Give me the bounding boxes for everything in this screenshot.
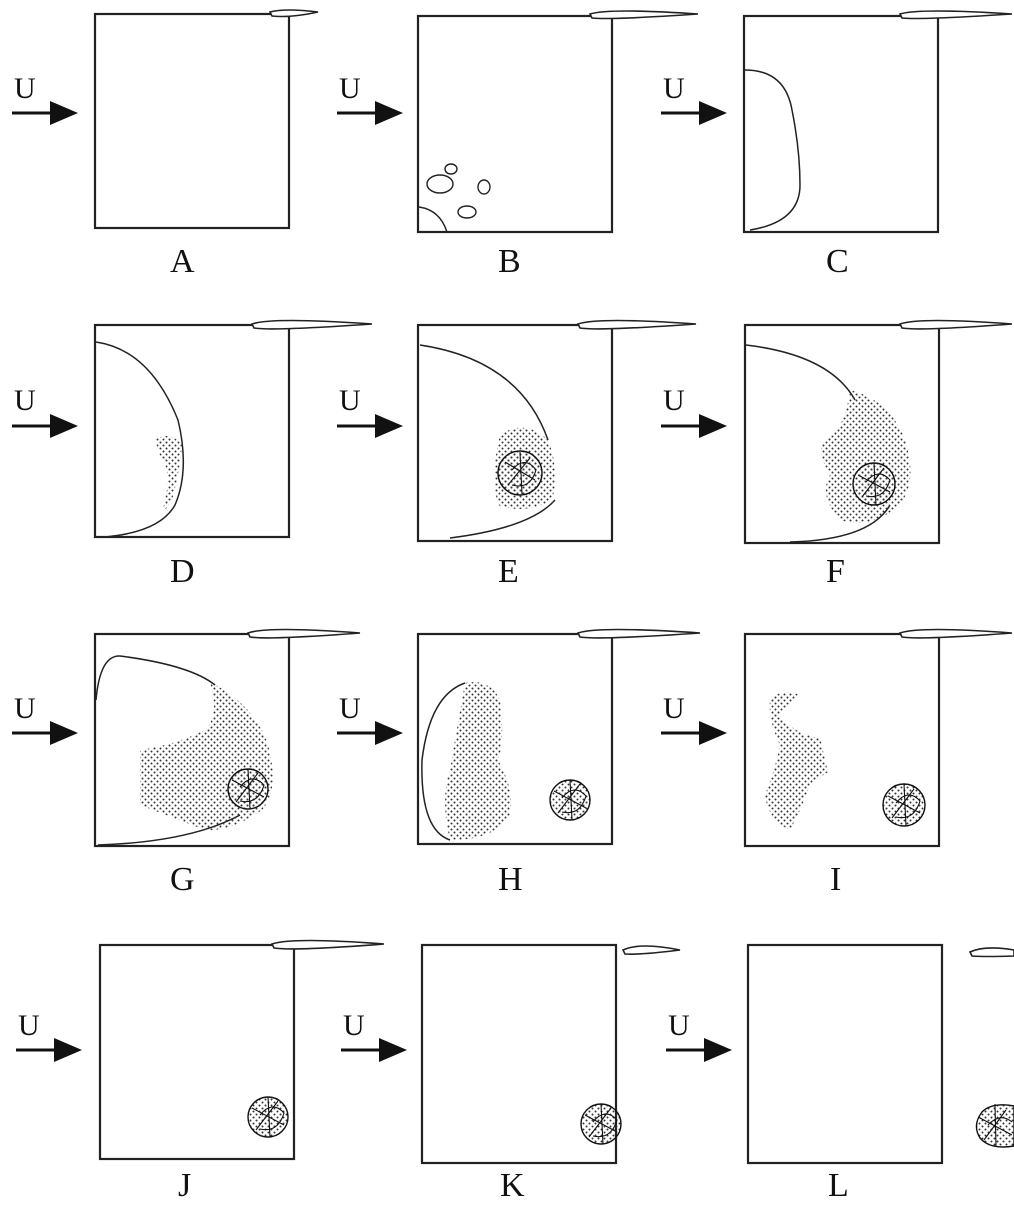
panel-label-C: C <box>826 243 849 280</box>
panel-label-G: G <box>170 861 195 898</box>
panel-label-E: E <box>498 553 519 590</box>
flow-arrow: U <box>12 384 78 438</box>
flow-label-U: U <box>14 72 36 105</box>
flow-arrow: U <box>337 384 403 438</box>
hydrofoil-tip <box>623 946 680 954</box>
panel-label-H: H <box>498 861 523 898</box>
panel-I: U I <box>661 630 1012 899</box>
flow-label-U: U <box>663 384 685 417</box>
flow-label-U: U <box>339 692 361 725</box>
flow-label-U: U <box>339 384 361 417</box>
droplet-ring <box>498 451 542 495</box>
flow-arrow: U <box>341 1009 407 1062</box>
flow-arrow: U <box>337 692 403 745</box>
frame-box <box>95 14 289 228</box>
stipple-region <box>445 682 511 840</box>
flow-arrow: U <box>661 384 727 438</box>
flow-label-U: U <box>18 1009 40 1042</box>
flow-arrow: U <box>12 72 78 125</box>
panel-G: U G <box>12 630 360 899</box>
panel-label-F: F <box>826 553 845 590</box>
panel-label-D: D <box>170 553 195 590</box>
panel-B: U B <box>337 11 698 280</box>
flow-arrow: U <box>661 692 727 745</box>
hydrofoil <box>272 941 384 949</box>
panel-label-B: B <box>498 243 521 280</box>
droplet-ring <box>550 780 590 820</box>
panel-label-I: I <box>830 861 841 898</box>
cavity-edge-upper <box>420 345 548 440</box>
droplet-ring <box>853 463 895 505</box>
cavity-edge <box>745 70 800 230</box>
flow-arrow: U <box>12 692 78 745</box>
hydrofoil <box>590 11 698 19</box>
droplet-ring <box>581 1104 621 1144</box>
bubbles <box>419 164 490 232</box>
flow-arrow: U <box>337 72 403 125</box>
hydrofoil <box>252 321 372 329</box>
panel-F: U F <box>661 321 1012 591</box>
hydrofoil <box>900 630 1012 638</box>
frame-box <box>418 16 612 232</box>
hydrofoil <box>900 11 1012 19</box>
cavity-edge-upper <box>96 656 215 700</box>
droplet-ring <box>228 769 268 809</box>
hydrofoil-tip <box>970 948 1014 957</box>
panel-L: U L <box>666 945 1014 1204</box>
panel-K: U K <box>341 945 680 1204</box>
hydrofoil <box>578 321 696 329</box>
flow-arrow: U <box>16 1009 82 1062</box>
flow-label-U: U <box>663 692 685 725</box>
hydrofoil-tip <box>270 10 318 17</box>
cavity-edge-upper <box>746 345 855 400</box>
hydrofoil <box>578 630 700 638</box>
flow-label-U: U <box>339 72 361 105</box>
flow-arrow: U <box>661 72 727 125</box>
panel-C: U C <box>661 11 1012 280</box>
panel-label-J: J <box>178 1167 191 1204</box>
panel-H: U H <box>337 630 700 899</box>
flow-label-U: U <box>663 72 685 105</box>
panel-label-L: L <box>828 1167 849 1204</box>
panel-E: U E <box>337 321 696 591</box>
panel-A: U A <box>12 10 318 280</box>
panel-label-A: A <box>170 243 195 280</box>
frame-box <box>95 325 289 537</box>
frame-box <box>748 945 942 1163</box>
hydrofoil <box>248 630 360 638</box>
droplet-ring <box>976 1104 1014 1147</box>
panel-label-K: K <box>500 1167 525 1204</box>
flow-label-U: U <box>14 384 36 417</box>
hydrofoil <box>900 321 1012 329</box>
flow-label-U: U <box>343 1009 365 1042</box>
droplet-ring <box>248 1097 288 1137</box>
frame-box <box>744 16 938 232</box>
flow-label-U: U <box>14 692 36 725</box>
flow-arrow: U <box>666 1009 732 1062</box>
stipple-region <box>765 692 828 830</box>
panel-D: U D <box>12 321 372 591</box>
flow-label-U: U <box>668 1009 690 1042</box>
panel-J: U J <box>16 941 384 1205</box>
droplet-ring <box>883 784 925 826</box>
